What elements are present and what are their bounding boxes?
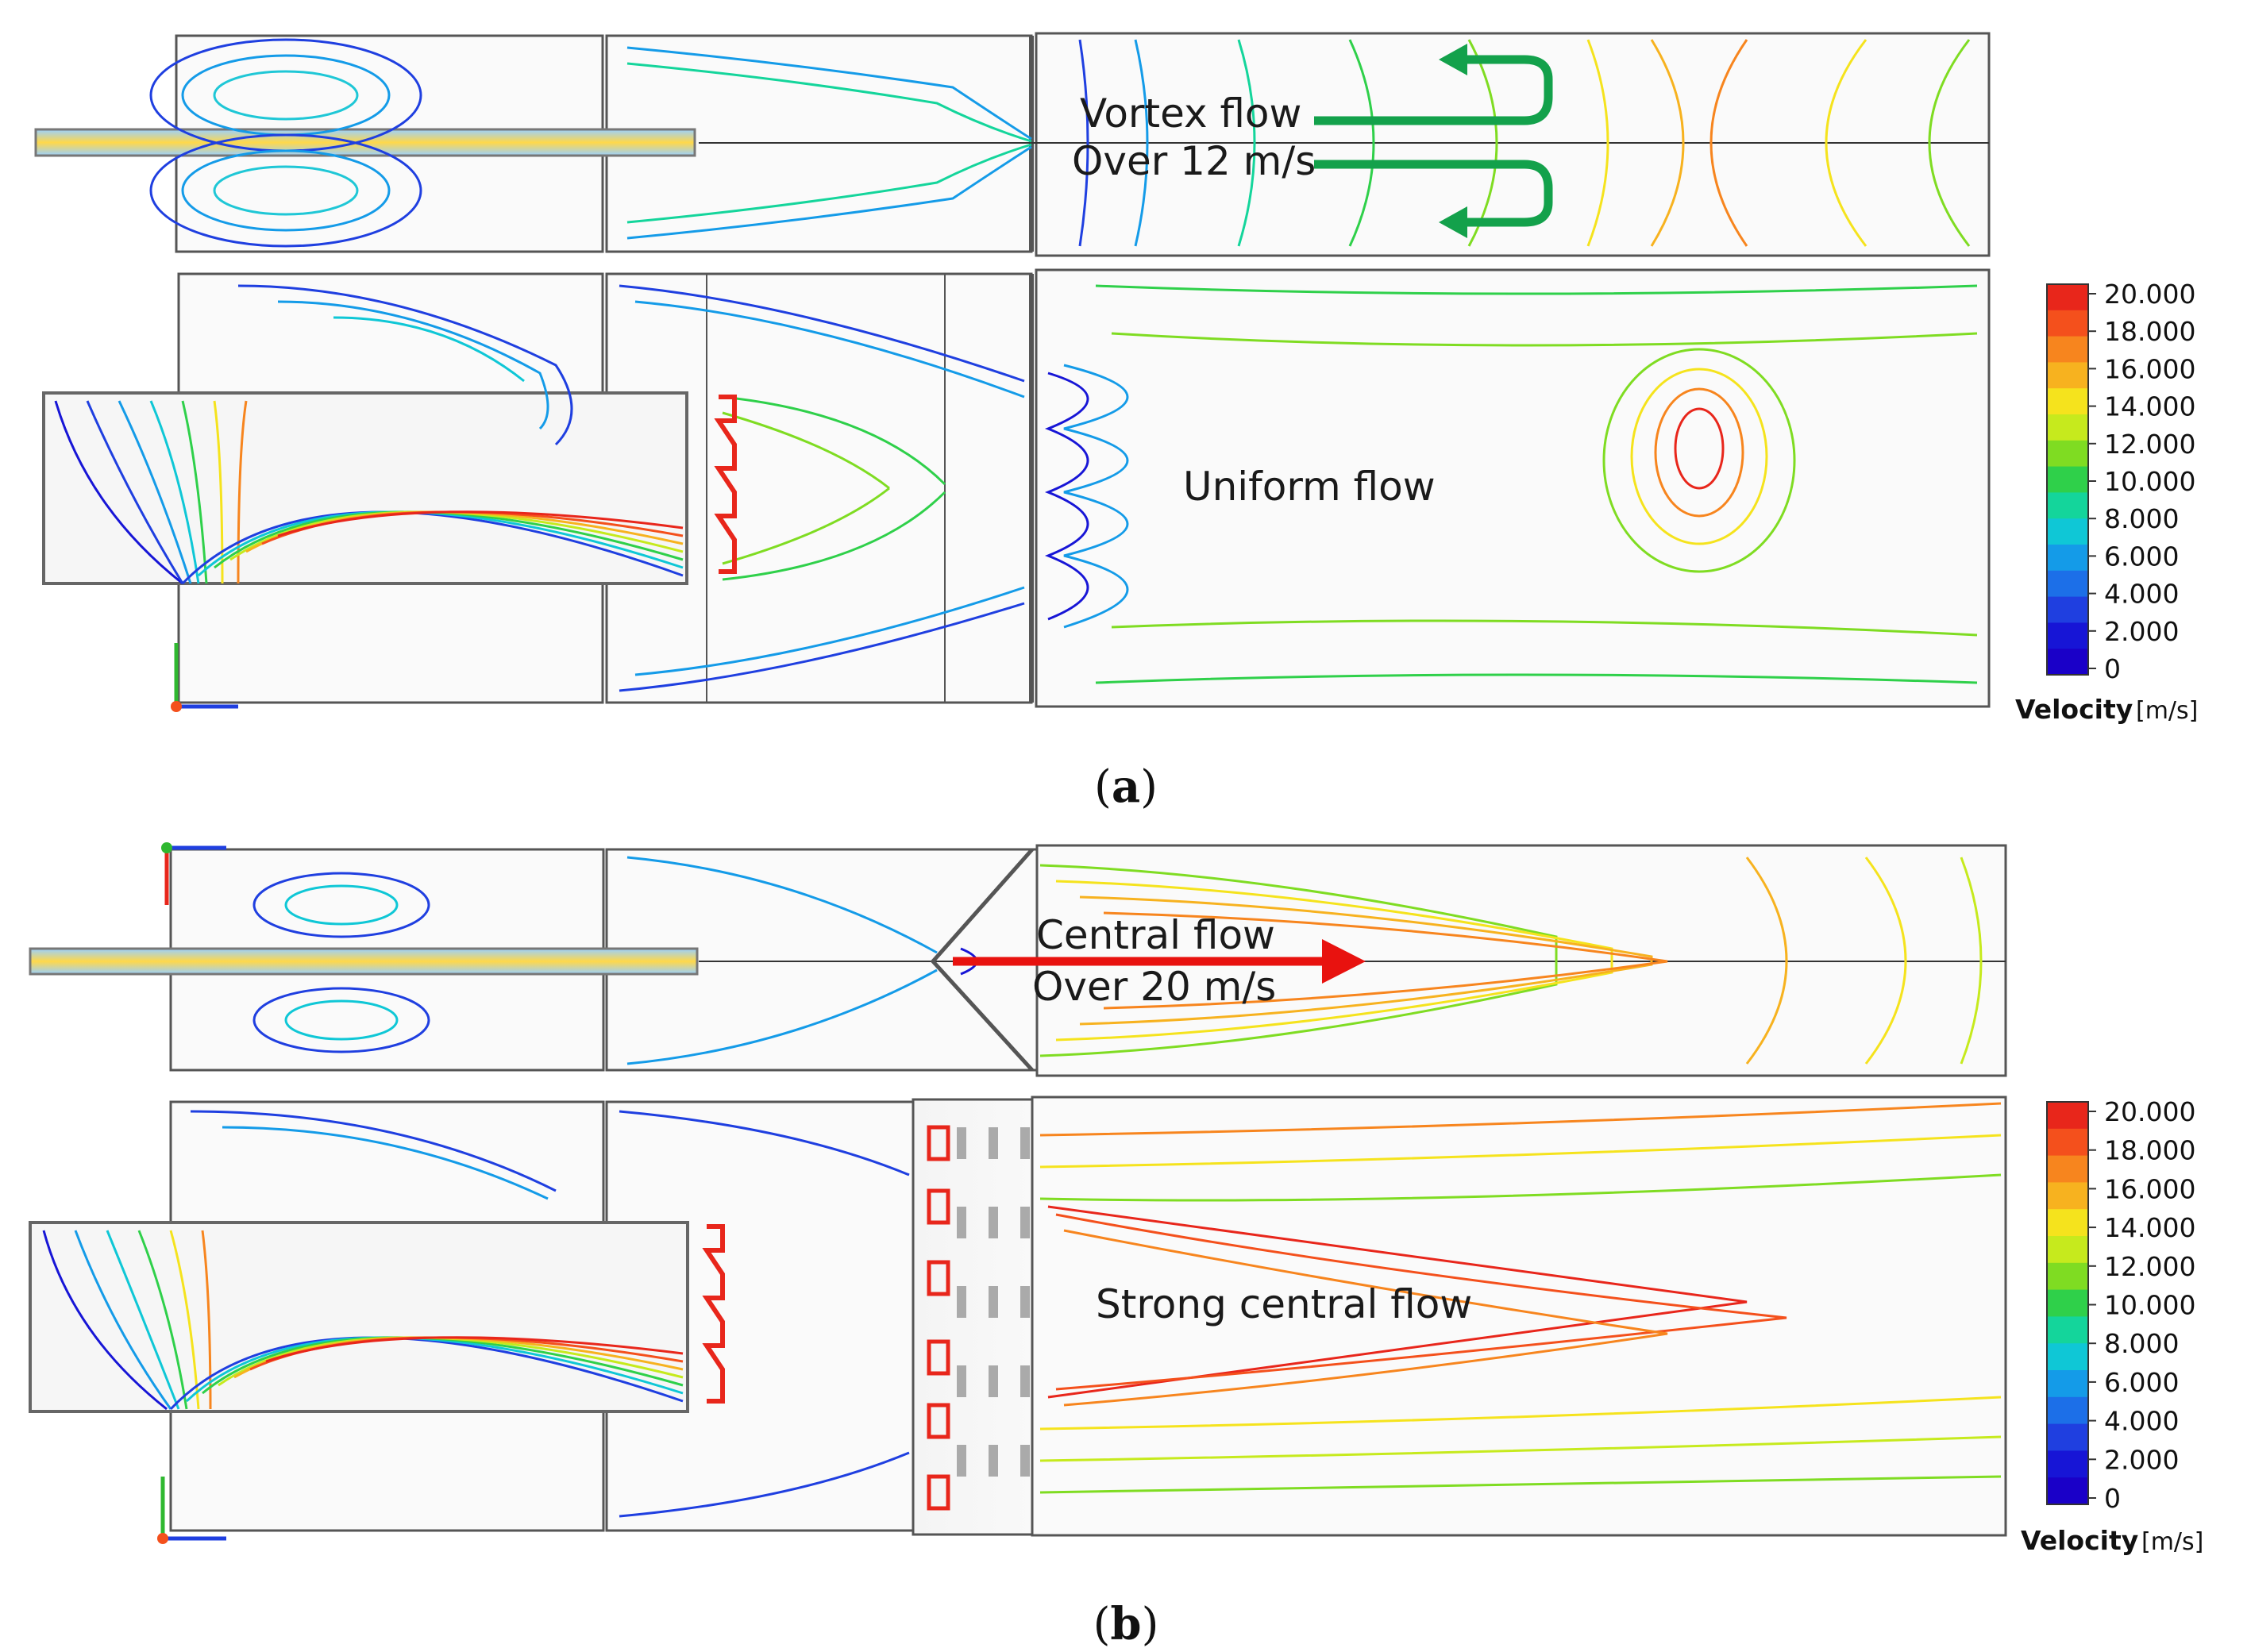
axis-triad-icon — [171, 643, 238, 712]
velocity-contours-b-top — [252, 856, 1983, 1065]
legend-a-unit: [m/s] — [2136, 697, 2198, 725]
legend-swatch — [2047, 518, 2088, 545]
legend-swatch — [2047, 310, 2088, 337]
legend-swatch — [2047, 414, 2088, 441]
legend-tick-label: 8.000 — [2104, 503, 2179, 534]
injector-tube — [34, 128, 696, 157]
perforation-flow-loops — [927, 1125, 950, 1511]
legend-tick-label: 6.000 — [2104, 541, 2179, 572]
legend-tick-label: 18.000 — [2104, 1135, 2195, 1166]
legend-b-unit: [m/s] — [2141, 1528, 2203, 1556]
legend-frame — [2046, 1101, 2089, 1505]
injector-columns-b — [702, 1224, 725, 1404]
legend-tick-label: 2.000 — [2104, 1444, 2179, 1475]
legend-tick-label: 10.000 — [2104, 1290, 2195, 1321]
legend-tick-label: 16.000 — [2104, 353, 2195, 384]
injector-tube-b — [29, 947, 699, 976]
legend-tick-label: 4.000 — [2104, 579, 2179, 610]
panel-b-top-view — [29, 844, 2007, 1077]
legend-tick-label: 2.000 — [2104, 616, 2179, 647]
legend-frame — [2046, 283, 2089, 676]
annotation-uniform: Uniform flow — [1183, 464, 1436, 510]
legend-b-ticks: 20.000 18.000 16.000 14.000 12.000 10.000 8.00… — [2088, 1096, 2195, 1514]
legend-b-title: Velocity — [2021, 1525, 2138, 1556]
legend-tick-label: 0 — [2104, 1483, 2121, 1514]
legend-tick-label: 18.000 — [2104, 316, 2195, 347]
legend-swatch — [2047, 1262, 2088, 1291]
legend-tick-label: 14.000 — [2104, 1212, 2195, 1243]
panel-a-top-view — [34, 32, 1991, 257]
legend-tick-label: 12.000 — [2104, 1251, 2195, 1282]
legend-b: 20.000 18.000 16.000 14.000 12.000 10.000 8.00… — [2021, 1096, 2203, 1556]
panel-a-bottom-view — [42, 268, 1991, 708]
panel-b: 20.000 18.000 16.000 14.000 12.000 10.000 8.00… — [29, 842, 2203, 1650]
legend-tick-label: 16.000 — [2104, 1173, 2195, 1204]
legend-swatch — [2047, 466, 2088, 493]
legend-swatch — [2047, 1289, 2088, 1317]
legend-swatch — [2047, 622, 2088, 649]
legend-swatch — [2047, 1343, 2088, 1371]
axis-triad-icon — [161, 842, 226, 905]
burner-box-b — [29, 1221, 689, 1413]
legend-swatch — [2047, 1128, 2088, 1157]
annotation-strong: Strong central flow — [1096, 1281, 1472, 1327]
legend-tick-label: 6.000 — [2104, 1367, 2179, 1398]
legend-a-title: Velocity — [2015, 694, 2133, 725]
axis-triad-icon — [157, 1477, 226, 1544]
annotation-vortex-line1: Vortex flow — [1080, 90, 1301, 137]
legend-tick-label: 8.000 — [2104, 1328, 2179, 1359]
velocity-contours-a-bottom — [54, 284, 1978, 692]
panel-b-bottom-view — [29, 1096, 2007, 1537]
legend-swatch — [2047, 1423, 2088, 1451]
legend-swatch — [2047, 649, 2088, 676]
annotation-central-line2: Over 20 m/s — [1032, 964, 1276, 1010]
legend-swatch — [2047, 1236, 2088, 1264]
legend-swatch — [2047, 1316, 2088, 1344]
caption-b: (b) — [1093, 1598, 1159, 1650]
legend-tick-label: 10.000 — [2104, 466, 2195, 497]
legend-swatch — [2047, 570, 2088, 598]
legend-swatch — [2047, 1477, 2088, 1505]
legend-swatch — [2047, 362, 2088, 389]
perforated-plate — [912, 1098, 1034, 1536]
perforation-holes — [957, 1127, 1030, 1477]
legend-swatch — [2047, 1209, 2088, 1237]
legend-swatch — [2047, 1450, 2088, 1478]
legend-swatch — [2047, 492, 2088, 519]
legend-tick-label: 4.000 — [2104, 1406, 2179, 1437]
vortex-arrows — [1314, 55, 1553, 227]
caption-a: (a) — [1094, 761, 1158, 813]
legend-swatch — [2047, 596, 2088, 623]
legend-swatch — [2047, 1155, 2088, 1183]
annotation-central-line1: Central flow — [1036, 912, 1275, 958]
legend-tick-label: 20.000 — [2104, 1096, 2195, 1127]
annotation-vortex-line2: Over 12 m/s — [1072, 138, 1316, 184]
legend-swatch — [2047, 440, 2088, 468]
legend-swatch — [2047, 545, 2088, 572]
legend-swatch — [2047, 388, 2088, 415]
legend-swatch — [2047, 1182, 2088, 1210]
legend-a: 20.000 18.000 16.000 14.000 12.000 10.000 8.00… — [2015, 279, 2198, 725]
legend-a-bar — [2046, 283, 2089, 676]
legend-a-ticks: 20.000 18.000 16.000 14.000 12.000 10.000 8.00… — [2088, 279, 2195, 684]
injector-columns-a — [714, 395, 737, 574]
legend-tick-label: 12.000 — [2104, 429, 2195, 460]
central-arrow — [953, 939, 1366, 984]
panel-a: 20.000 18.000 16.000 14.000 12.000 10.000 8.00… — [34, 32, 2198, 813]
velocity-contours-a-top — [149, 38, 1971, 248]
legend-swatch — [2047, 284, 2088, 311]
v-guide-plate — [930, 848, 1034, 1072]
legend-swatch — [2047, 1102, 2088, 1130]
legend-tick-label: 0 — [2104, 653, 2121, 684]
legend-tick-label: 20.000 — [2104, 279, 2195, 310]
legend-b-bar — [2046, 1101, 2089, 1505]
legend-swatch — [2047, 1370, 2088, 1398]
legend-swatch — [2047, 1396, 2088, 1425]
legend-tick-label: 14.000 — [2104, 391, 2195, 422]
velocity-contours-b-bottom — [42, 1102, 2002, 1518]
legend-swatch — [2047, 336, 2088, 363]
burner-box — [42, 391, 688, 585]
